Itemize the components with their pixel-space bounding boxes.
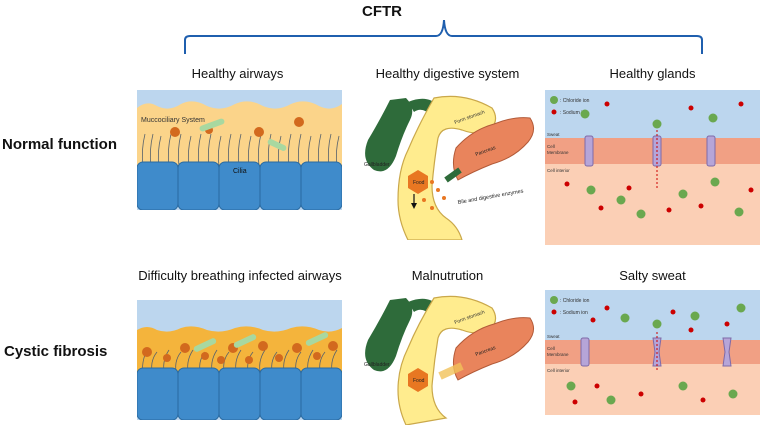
bacteria bbox=[193, 338, 217, 352]
bacteria bbox=[233, 334, 257, 348]
healthy-airway-panel: Muccociliary System Cilia bbox=[137, 90, 342, 210]
sodium-label-cf: : Sodium ion bbox=[560, 310, 588, 316]
food-label-cf: Food bbox=[413, 378, 425, 384]
pancreas-shape bbox=[452, 117, 534, 181]
sweat-label-cf: Sweat bbox=[547, 334, 560, 339]
bacteria bbox=[199, 118, 225, 132]
sodium-label: : Sodium ion bbox=[560, 110, 588, 116]
particle bbox=[294, 117, 304, 127]
gallbladder-shape bbox=[365, 98, 413, 172]
gallbladder-label: Gallbladder bbox=[364, 162, 390, 168]
diagram-title: CFTR bbox=[362, 3, 402, 20]
interior-label: Cell interior bbox=[547, 168, 570, 173]
mucociliary-label: Muccociliary System bbox=[141, 117, 205, 124]
bacteria bbox=[305, 332, 329, 346]
label-infected-airways: Difficulty breathing infected airways bbox=[138, 268, 342, 283]
salty-sweat-panel: : Chloride ion : Sodium ion Sweat Cell M… bbox=[545, 290, 760, 415]
label-healthy-airways: Healthy airways bbox=[191, 66, 284, 81]
gallbladder-label-cf: Gallbladder bbox=[364, 362, 390, 368]
cilia-label: Cilia bbox=[233, 168, 247, 175]
sweat-label: Sweat bbox=[547, 132, 560, 137]
bacteria bbox=[267, 139, 287, 151]
particle bbox=[170, 127, 180, 137]
healthy-digestive-panel: Form stomach Gallbladder Food Pancreas B… bbox=[364, 95, 534, 240]
label-healthy-digestive: Healthy digestive system bbox=[375, 66, 520, 81]
row-label-normal: Normal function bbox=[2, 136, 117, 153]
row-label-cf: Cystic fibrosis bbox=[4, 343, 108, 360]
sodium-ion-key bbox=[551, 109, 557, 115]
cf-airway-panel bbox=[137, 300, 342, 420]
label-salty-sweat: Salty sweat bbox=[619, 268, 686, 283]
channel bbox=[584, 135, 594, 167]
membrane-label-1-cf: Cell bbox=[547, 346, 555, 351]
membrane-label-1: Cell bbox=[547, 144, 555, 149]
membrane-label-2: Membrane bbox=[547, 150, 569, 155]
interior-label-cf: Cell interior bbox=[547, 368, 570, 373]
membrane-label-2-cf: Membrane bbox=[547, 352, 569, 357]
label-malnutrition: Malnutrution bbox=[411, 268, 484, 283]
chloride-ion-key bbox=[550, 96, 558, 104]
food-hexagon bbox=[408, 170, 428, 194]
label-healthy-glands: Healthy glands bbox=[609, 66, 696, 81]
healthy-glands-panel: : Chloride ion : Sodium ion Sweat Cell M… bbox=[545, 90, 760, 245]
title-brace bbox=[184, 19, 703, 54]
cf-digestive-panel: Form stomach Gallbladder Food Pancreas bbox=[364, 295, 534, 425]
channel bbox=[706, 135, 716, 167]
food-label: Food bbox=[413, 180, 425, 186]
enzyme-dots bbox=[422, 180, 446, 210]
chloride-label: : Chloride ion bbox=[560, 98, 590, 104]
particle bbox=[254, 127, 264, 137]
chloride-label-cf: : Chloride ion bbox=[560, 298, 590, 304]
enzymes-label: Bile and digestive enzymes bbox=[457, 188, 524, 206]
